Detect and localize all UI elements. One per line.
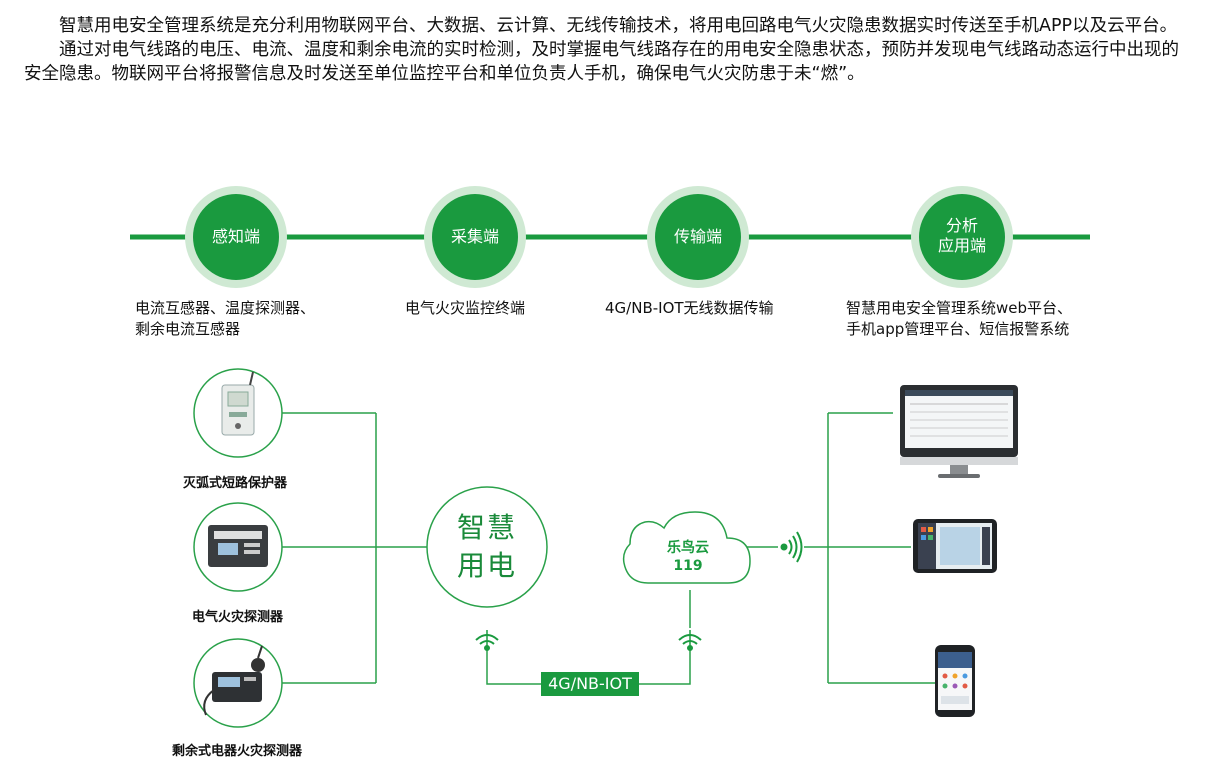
stage-desc-sense-line2: 剩余电流互感器	[135, 320, 241, 338]
stage-desc-sense-line1: 电流互感器、温度探测器、	[135, 299, 316, 317]
device-circle-residual-detector	[193, 638, 283, 728]
cloud-name: 乐鸟云	[667, 540, 709, 556]
signal-icon-hub	[475, 630, 499, 651]
arc-protector-device-icon	[221, 371, 255, 436]
stage-desc-analyze-line2: 手机app管理平台、短信报警系统	[846, 320, 1070, 338]
stage-desc-sense: 电流互感器、温度探测器、 剩余电流互感器	[135, 298, 315, 340]
hub-label: 智慧 用电	[437, 509, 537, 585]
stage-desc-transmit: 4G/NB-IOT无线数据传输	[605, 299, 774, 317]
network-label: 4G/NB-IOT	[548, 674, 632, 693]
device-circle-arc-protector	[193, 368, 283, 458]
fire-detector-device-icon	[208, 525, 268, 567]
stage-desc-analyze-line1: 智慧用电安全管理系统web平台、	[846, 299, 1073, 317]
smart-power-hub	[426, 486, 548, 608]
stage-label-collect: 采集端	[450, 227, 499, 246]
stage-desc-analyze: 智慧用电安全管理系统web平台、 手机app管理平台、短信报警系统	[846, 298, 1072, 340]
network-label-box	[541, 672, 639, 696]
cloud-icon	[622, 511, 751, 584]
intro-paragraph-1: 智慧用电安全管理系统是充分利用物联网平台、大数据、云计算、无线传输技术，将用电回…	[59, 16, 1178, 36]
hub-label-line2: 用电	[456, 549, 517, 582]
stage-label-analyze-line1: 分析	[945, 216, 978, 235]
residual-detector-device-icon	[203, 645, 265, 716]
stage-label-transmit: 传输端	[673, 227, 722, 246]
stage-desc-collect: 电气火灾监控终端	[405, 299, 526, 317]
intro-paragraph-2: 通过对电气线路的电压、电流、温度和剩余电流的实时检测，及时掌握电气线路存在的用电…	[24, 40, 1179, 84]
device-circle-fire-detector	[193, 502, 283, 592]
stage-circle-analyze	[911, 186, 1013, 288]
stage-label-sense: 感知端	[211, 227, 260, 246]
cloud-number: 119	[673, 558, 703, 574]
stage-label-analyze: 分析 应用端	[917, 216, 1007, 256]
stage-circle-transmit	[647, 186, 749, 288]
intro-text: 智慧用电安全管理系统是充分利用物联网平台、大数据、云计算、无线传输技术，将用电回…	[24, 14, 1184, 86]
device-label-arc-protector: 灭弧式短路保护器	[183, 476, 288, 491]
stage-circle-sense	[185, 186, 287, 288]
signal-icon-cloud	[678, 630, 702, 651]
stage-circle-collect	[424, 186, 526, 288]
desktop-monitor-icon	[900, 385, 1018, 478]
hub-label-line1: 智慧	[456, 511, 517, 544]
stage-label-analyze-line2: 应用端	[937, 236, 986, 255]
device-connectors	[282, 412, 935, 685]
device-label-fire-detector: 电气火灾探测器	[192, 610, 284, 625]
smartphone-icon	[935, 645, 975, 717]
device-label-residual-detector: 剩余式电器火灾探测器	[172, 744, 303, 759]
tablet-icon	[913, 519, 997, 573]
broadcast-icon	[780, 531, 803, 563]
